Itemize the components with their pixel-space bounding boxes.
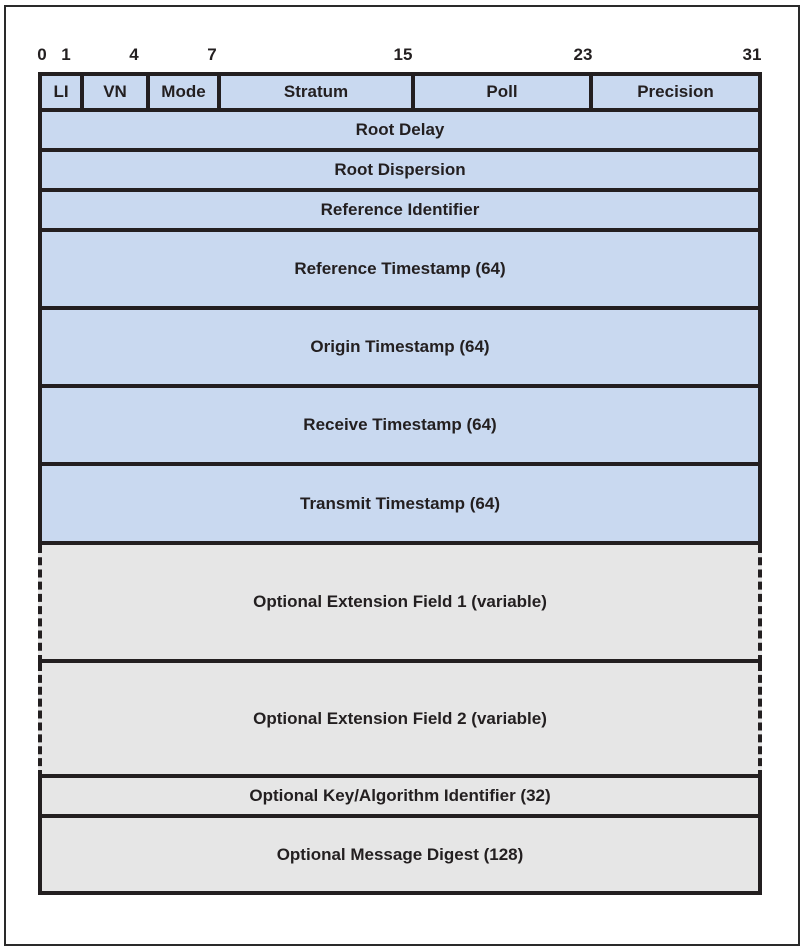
field-li: LI — [42, 76, 84, 108]
field-receive-timestamp: Receive Timestamp (64) — [38, 388, 762, 466]
field-root-delay: Root Delay — [38, 112, 762, 152]
packet-row-word0: LI VN Mode Stratum Poll Precision — [38, 72, 762, 112]
bit-label-4: 4 — [129, 45, 139, 64]
field-reference-identifier: Reference Identifier — [38, 192, 762, 232]
field-poll: Poll — [415, 76, 593, 108]
bit-label-0: 0 — [37, 45, 47, 64]
bit-label-7: 7 — [207, 45, 217, 64]
field-optional-extension-2: Optional Extension Field 2 (variable) — [38, 663, 762, 778]
field-precision: Precision — [637, 82, 714, 101]
field-transmit-timestamp: Transmit Timestamp (64) — [38, 466, 762, 545]
bit-label-23: 23 — [573, 45, 593, 64]
bit-scale: 0 1 4 7 15 23 31 — [37, 44, 762, 66]
field-mode: Mode — [150, 76, 221, 108]
bit-label-15: 15 — [393, 45, 413, 64]
bit-label-31: 31 — [742, 45, 762, 64]
field-root-dispersion: Root Dispersion — [38, 152, 762, 192]
ntp-packet-diagram: LI VN Mode Stratum Poll Precision Root D… — [38, 72, 762, 895]
field-origin-timestamp: Origin Timestamp (64) — [38, 310, 762, 388]
field-optional-message-digest: Optional Message Digest (128) — [38, 818, 762, 895]
field-reference-timestamp: Reference Timestamp (64) — [38, 232, 762, 310]
field-vn: VN — [84, 76, 150, 108]
field-optional-key-algorithm-identifier: Optional Key/Algorithm Identifier (32) — [38, 778, 762, 818]
bit-label-1: 1 — [61, 45, 71, 64]
field-optional-extension-1: Optional Extension Field 1 (variable) — [38, 545, 762, 663]
field-stratum: Stratum — [221, 76, 415, 108]
